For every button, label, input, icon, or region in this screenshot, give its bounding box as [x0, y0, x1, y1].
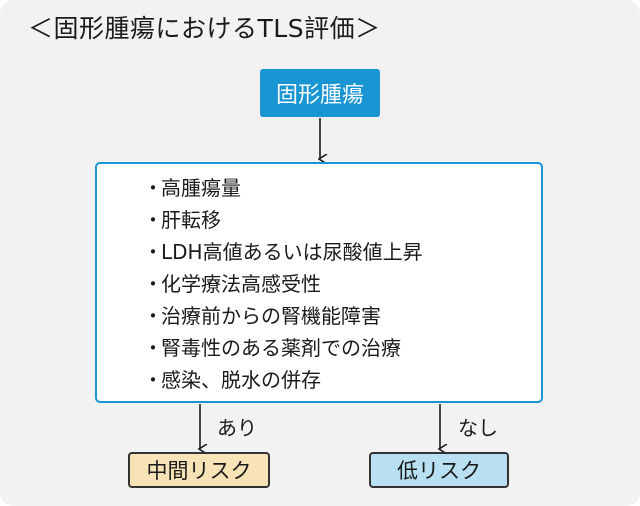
- criteria-item: ・肝転移: [143, 204, 423, 236]
- outcome-low-risk: 低リスク: [369, 452, 509, 488]
- criteria-text: 感染、脱水の併存: [161, 368, 321, 392]
- start-node-solid-tumor: 固形腫瘍: [260, 69, 380, 117]
- criteria-list: ・高腫瘍量 ・肝転移 ・LDH高値あるいは尿酸値上昇 ・化学療法高感受性 ・治療…: [143, 172, 423, 396]
- outcome-intermediate-risk: 中間リスク: [128, 452, 270, 488]
- bullet-mark: ・: [143, 208, 163, 232]
- branch-label-yes: あり: [217, 416, 257, 440]
- branch-label-no: なし: [458, 416, 498, 440]
- bullet-mark: ・: [143, 240, 163, 264]
- bullet-mark: ・: [143, 176, 163, 200]
- criteria-text: 腎毒性のある薬剤での治療: [161, 336, 401, 360]
- criteria-item: ・LDH高値あるいは尿酸値上昇: [143, 236, 423, 268]
- criteria-item: ・高腫瘍量: [143, 172, 423, 204]
- criteria-text: LDH高値あるいは尿酸値上昇: [161, 240, 423, 264]
- criteria-item: ・感染、脱水の併存: [143, 364, 423, 396]
- criteria-text: 肝転移: [161, 208, 221, 232]
- criteria-text: 高腫瘍量: [161, 176, 241, 200]
- criteria-item: ・治療前からの腎機能障害: [143, 300, 423, 332]
- bullet-mark: ・: [143, 272, 163, 296]
- bullet-mark: ・: [143, 304, 163, 328]
- criteria-text: 化学療法高感受性: [161, 272, 321, 296]
- bullet-mark: ・: [143, 336, 163, 360]
- bullet-mark: ・: [143, 368, 163, 392]
- criteria-item: ・腎毒性のある薬剤での治療: [143, 332, 423, 364]
- criteria-text: 治療前からの腎機能障害: [161, 304, 381, 328]
- criteria-box: ・高腫瘍量 ・肝転移 ・LDH高値あるいは尿酸値上昇 ・化学療法高感受性 ・治療…: [95, 162, 543, 403]
- diagram-title: ＜固形腫瘍におけるTLS評価＞: [28, 14, 381, 43]
- criteria-item: ・化学療法高感受性: [143, 268, 423, 300]
